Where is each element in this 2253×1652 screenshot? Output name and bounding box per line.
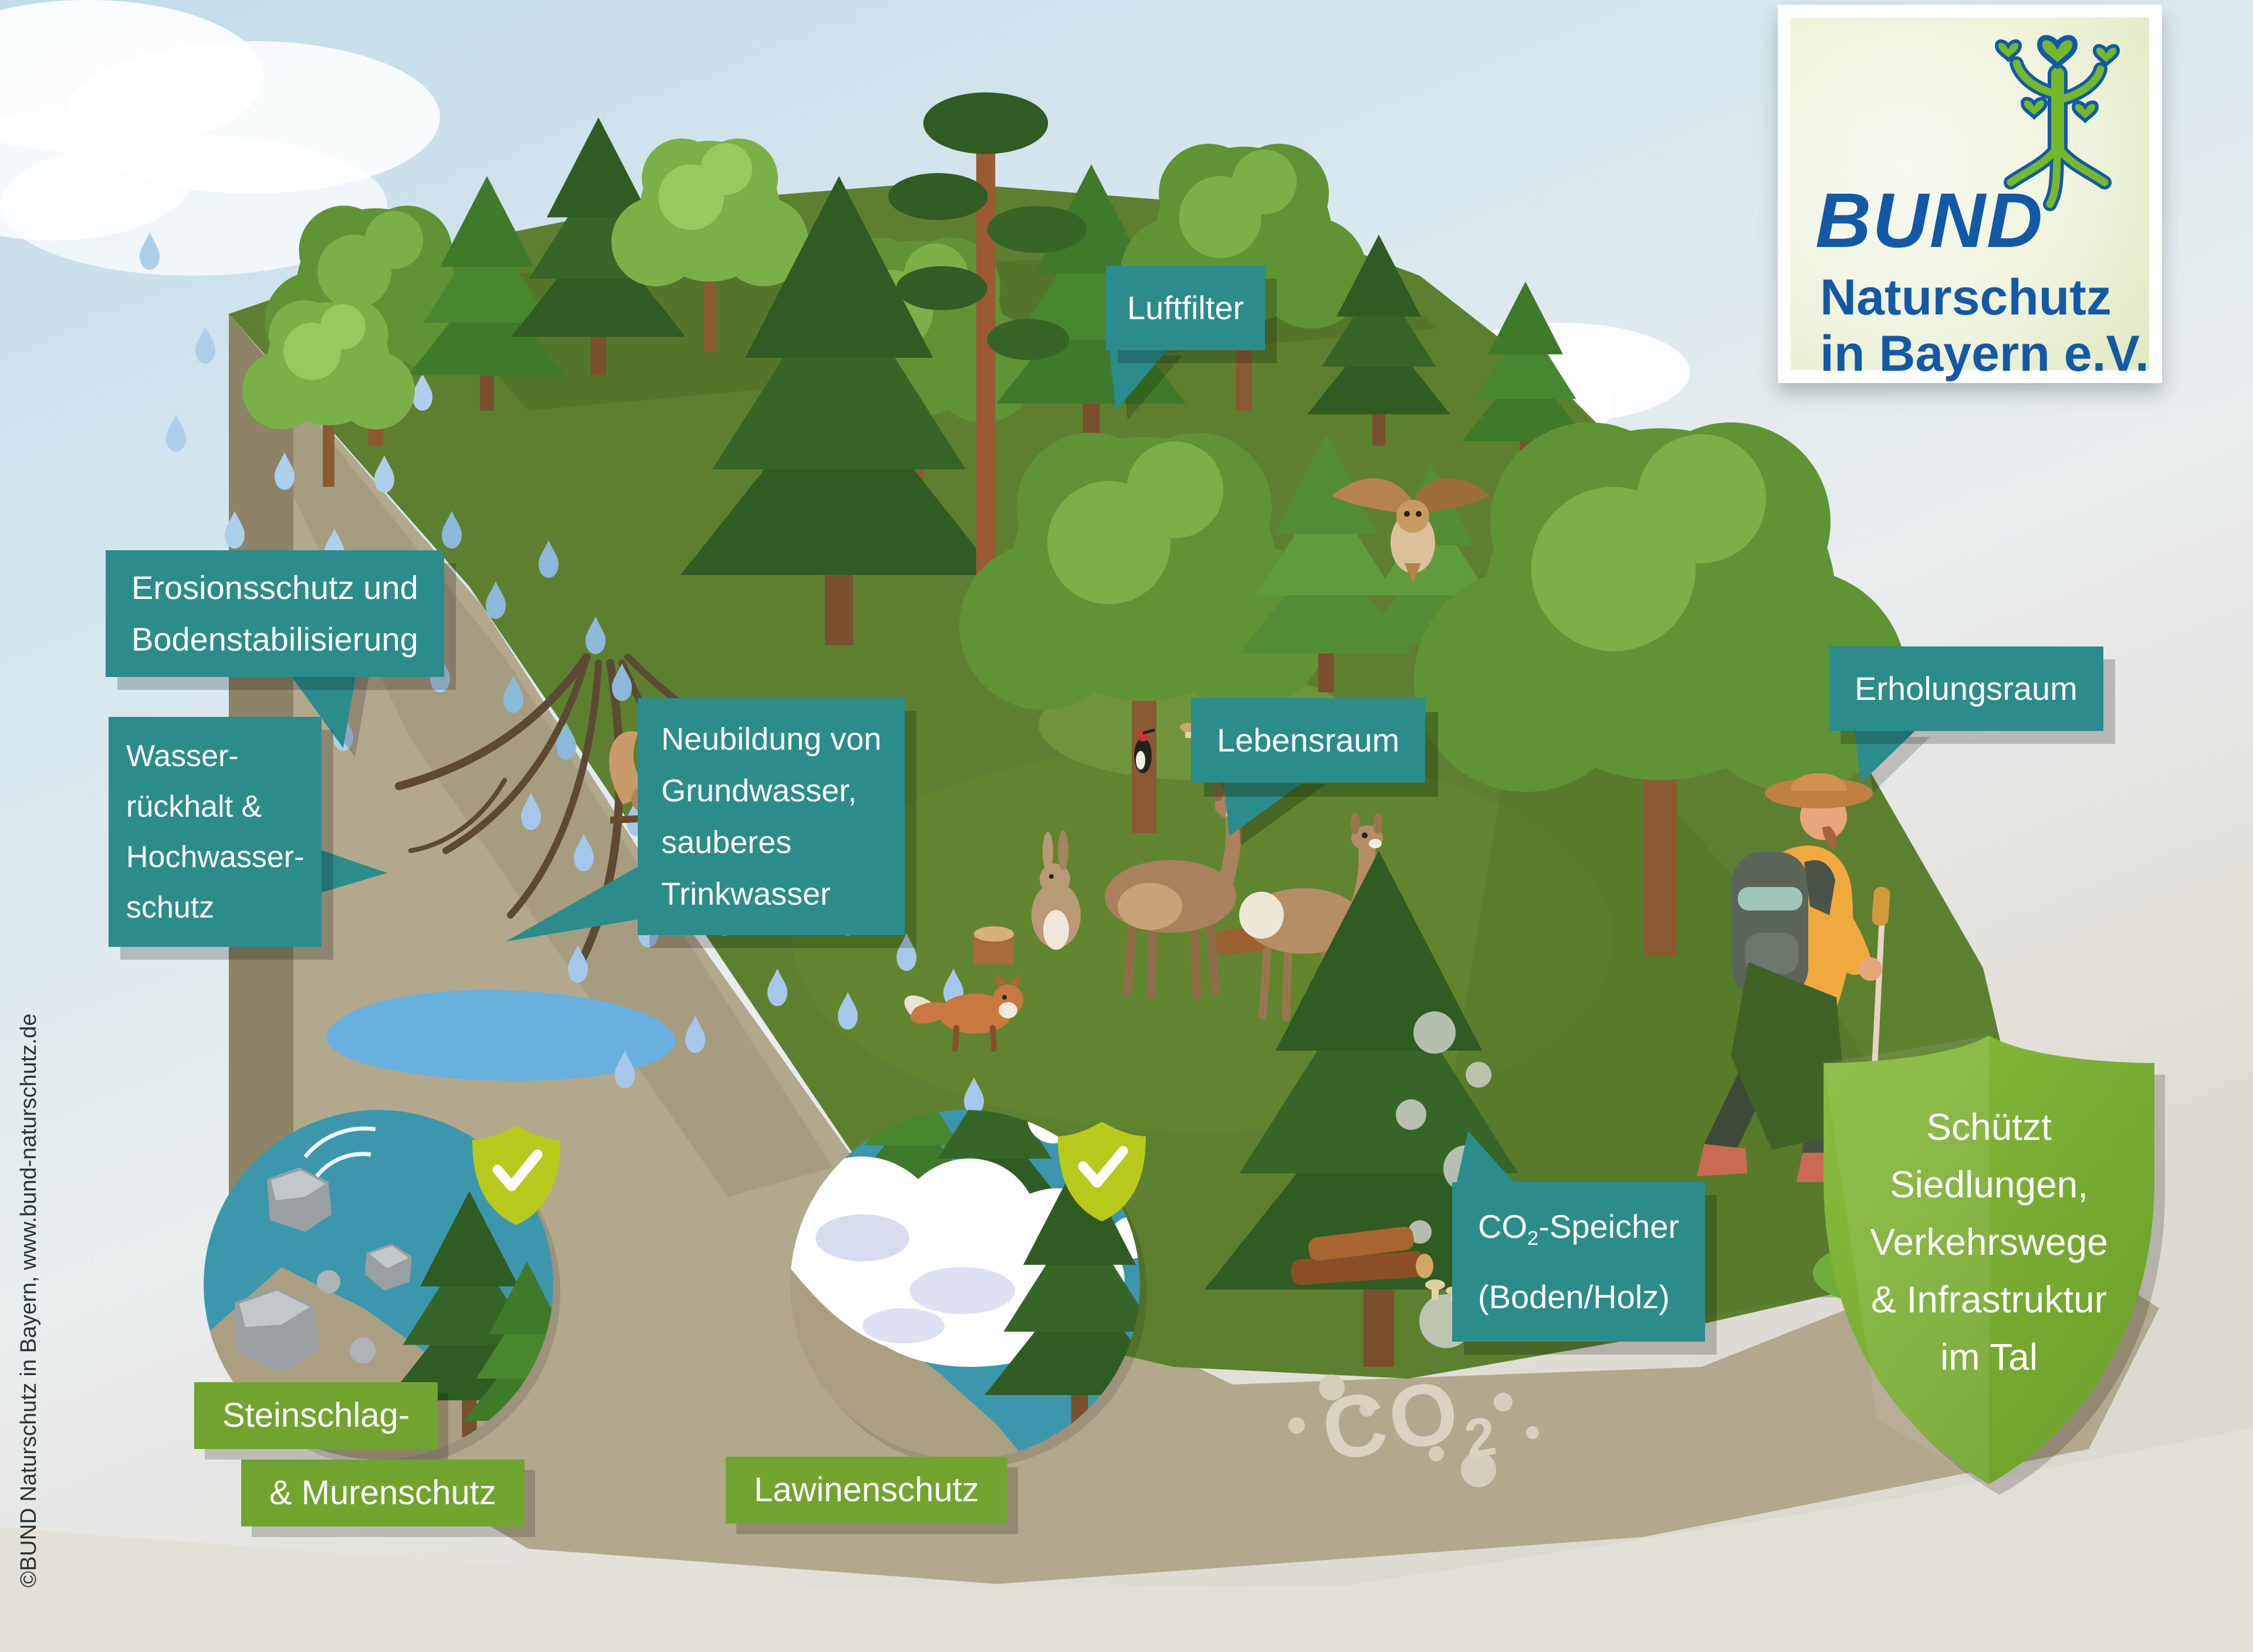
label-steinschlag-line2-text: & Murenschutz bbox=[269, 1474, 496, 1512]
co2-prefix: CO bbox=[1478, 1208, 1527, 1245]
copyright-credit: ©BUND Naturschutz in Bayern, www.bund-na… bbox=[16, 1013, 41, 1587]
label-steinschlag-line2: & Murenschutz bbox=[241, 1460, 525, 1526]
fox bbox=[904, 974, 1023, 1052]
tree-stump bbox=[974, 926, 1014, 964]
bund-logo-card: BUND Naturschutz in Bayern e.V. bbox=[1778, 5, 2162, 383]
callout-co2-speicher-line1: CO2-Speicher bbox=[1478, 1197, 1679, 1268]
callout-erosionsschutz-line1: Erosionsschutz und bbox=[131, 569, 418, 606]
inset-avalanche bbox=[790, 1110, 1175, 1468]
label-lawinenschutz-text: Lawinenschutz bbox=[754, 1471, 979, 1509]
pond bbox=[326, 990, 675, 1081]
callout-erosionsschutz: Erosionsschutz und Bodenstabilisierung bbox=[106, 550, 444, 677]
dark-foliage bbox=[1731, 962, 1848, 1150]
callout-lebensraum: Lebensraum bbox=[1191, 698, 1426, 783]
shield-caption-line1: Schützt bbox=[1926, 1106, 2052, 1148]
hare bbox=[1031, 831, 1081, 950]
callout-luftfilter-label: Luftfilter bbox=[1127, 289, 1244, 326]
callout-wasserrueckhalt-line3: Hochwasser- bbox=[126, 840, 305, 874]
callout-wasserrueckhalt-line4: schutz bbox=[126, 891, 215, 925]
callout-neubildung: Neubildung von Grundwasser, sauberes Tri… bbox=[638, 698, 905, 935]
callout-wasserrueckhalt: Wasser- rückhalt & Hochwasser- schutz bbox=[109, 717, 322, 947]
callout-lebensraum-label: Lebensraum bbox=[1217, 722, 1400, 759]
bund-tree-icon bbox=[1994, 35, 2120, 211]
callout-erosionsschutz-line2: Bodenstabilisierung bbox=[131, 621, 418, 658]
valley-floor bbox=[0, 1428, 2253, 1652]
bund-logo-panel: BUND Naturschutz in Bayern e.V. bbox=[1791, 18, 2149, 382]
callout-neubildung-line2: Grundwasser, bbox=[661, 773, 857, 808]
shield-caption-line4: & Infrastruktur bbox=[1871, 1278, 2107, 1321]
logo-org-line1: Naturschutz bbox=[1820, 269, 2112, 326]
callout-co2-speicher-line2: (Boden/Holz) bbox=[1478, 1278, 1670, 1316]
inset-rockfall bbox=[204, 1110, 590, 1468]
label-steinschlag-line1-text: Steinschlag- bbox=[222, 1396, 410, 1434]
label-steinschlag-line1: Steinschlag- bbox=[194, 1382, 438, 1449]
protection-shield bbox=[1824, 1035, 2165, 1495]
co2-subscript: 2 bbox=[1527, 1227, 1539, 1250]
logo-org-line2: in Bayern e.V. bbox=[1820, 326, 2149, 382]
callout-co2-speicher: CO2-Speicher (Boden/Holz) bbox=[1452, 1182, 1705, 1342]
callout-luftfilter: Luftfilter bbox=[1106, 266, 1266, 350]
owl-flying bbox=[1332, 478, 1490, 584]
co2-suffix: -Speicher bbox=[1538, 1208, 1679, 1245]
callout-wasserrueckhalt-line2: rückhalt & bbox=[126, 790, 262, 824]
logo-brand-text: BUND bbox=[1815, 177, 2044, 263]
shield-caption-line2: Siedlungen, bbox=[1889, 1163, 2089, 1206]
callout-erholungsraum: Erholungsraum bbox=[1829, 646, 2103, 731]
callout-erholungsraum-label: Erholungsraum bbox=[1855, 670, 2078, 707]
callout-tails bbox=[282, 346, 1930, 1185]
co2-soil-dots bbox=[1288, 1375, 1539, 1487]
roe-deer-buck bbox=[1105, 743, 1257, 999]
callout-neubildung-line1: Neubildung von bbox=[661, 722, 882, 757]
woodpecker bbox=[1134, 728, 1155, 773]
callout-neubildung-line4: Trinkwasser bbox=[661, 876, 831, 912]
callout-wasserrueckhalt-line1: Wasser- bbox=[126, 739, 239, 773]
callout-neubildung-line3: sauberes bbox=[661, 825, 792, 860]
shield-caption-line3: Verkehrswege bbox=[1870, 1221, 2108, 1263]
label-lawinenschutz: Lawinenschutz bbox=[726, 1457, 1007, 1524]
soil-co2-prefix: CO bbox=[1315, 1360, 1469, 1480]
shield-caption: Schützt Siedlungen, Verkehrswege & Infra… bbox=[1824, 1098, 2154, 1386]
shield-caption-line5: im Tal bbox=[1940, 1336, 2038, 1378]
